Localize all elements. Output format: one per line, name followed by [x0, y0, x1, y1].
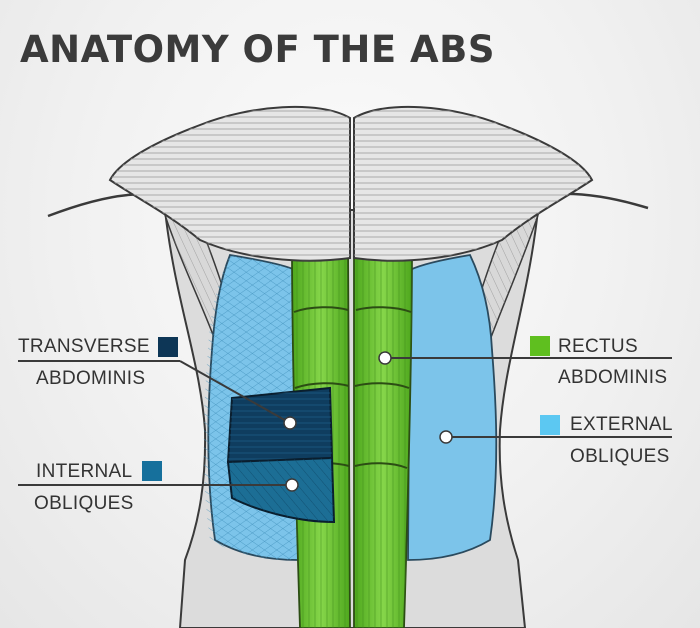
label-internal-line1: INTERNAL: [36, 461, 133, 482]
label-external-line1: EXTERNAL: [570, 414, 673, 435]
label-internal-line2: OBLIQUES: [34, 493, 134, 514]
swatch-external: [540, 415, 560, 435]
swatch-internal: [142, 461, 162, 481]
label-rectus-line2: ABDOMINIS: [558, 367, 668, 388]
label-rectus-line1: RECTUS: [558, 336, 638, 357]
transverse-texture: [228, 388, 332, 462]
pointer-dot-external: [439, 430, 453, 444]
internal-oblique-texture: [228, 458, 334, 522]
pointer-dot-rectus: [378, 351, 392, 365]
leader-lines: [18, 357, 672, 486]
external-oblique-right: [407, 254, 498, 561]
pointer-dot-internal: [285, 478, 299, 492]
label-transverse-line2: ABDOMINIS: [36, 368, 146, 389]
label-transverse-line1: TRANSVERSE: [18, 336, 150, 357]
pectoral-left-texture: [110, 106, 350, 261]
pointer-dot-transverse: [283, 416, 297, 430]
swatch-rectus: [530, 336, 550, 356]
page-title: ANATOMY OF THE ABS: [20, 28, 496, 71]
swatch-transverse: [158, 337, 178, 357]
rectus-right-texture: [354, 240, 412, 628]
label-external-line2: OBLIQUES: [570, 446, 670, 467]
pectoral-right-texture: [354, 106, 592, 261]
